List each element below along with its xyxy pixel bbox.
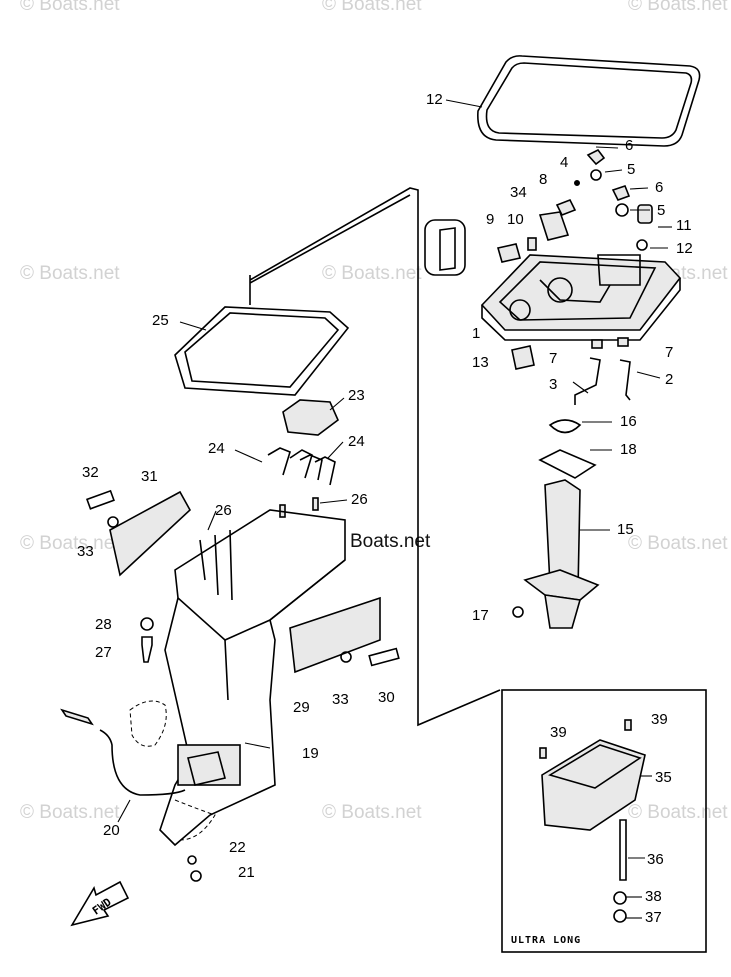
- part-1-plate: [480, 254, 682, 341]
- callout-39: 39: [550, 724, 567, 741]
- part-35-extension: [539, 719, 646, 923]
- callout-18: 18: [620, 441, 637, 458]
- part-21-22: [187, 855, 202, 882]
- callout-28: 28: [95, 616, 112, 633]
- watermark: © Boats.net: [20, 802, 120, 823]
- callout-34: 34: [510, 184, 527, 201]
- callout-1: 1: [472, 325, 481, 342]
- part-29-cover: [289, 596, 400, 674]
- callout-23: 23: [348, 387, 365, 404]
- callout-38: 38: [645, 888, 662, 905]
- callout-37: 37: [645, 909, 662, 926]
- callout-21: 21: [238, 864, 255, 881]
- part-14-seal: [477, 55, 701, 147]
- callout-17: 17: [472, 607, 489, 624]
- watermark: © Boats.net: [20, 263, 120, 284]
- callout-5: 5: [627, 161, 636, 178]
- callout-14: 12: [426, 91, 443, 108]
- watermark: © Boats.net: [322, 263, 422, 284]
- callout-8: 8: [539, 171, 548, 188]
- callout-15: 15: [617, 521, 634, 538]
- callout-36: 36: [647, 851, 664, 868]
- callout-24: 24: [348, 433, 365, 450]
- callout-7: 7: [665, 344, 674, 361]
- callout-19: 19: [302, 745, 319, 762]
- callout-13: 13: [472, 354, 489, 371]
- callout-6: 6: [655, 179, 664, 196]
- callout-29: 29: [293, 699, 310, 716]
- callout-20: 20: [103, 822, 120, 839]
- fwd-arrow: [70, 880, 130, 927]
- callout-3: 3: [549, 376, 558, 393]
- part-20-cable: [60, 700, 216, 841]
- callout-7: 7: [549, 350, 558, 367]
- callout-24: 24: [208, 440, 225, 457]
- callout-22: 22: [229, 839, 246, 856]
- assembly-outline: [249, 187, 501, 727]
- callout-35: 35: [655, 769, 672, 786]
- callout-33: 33: [77, 543, 94, 560]
- callout-26: 26: [351, 491, 368, 508]
- watermark: © Boats.net: [322, 802, 422, 823]
- watermark: © Boats.net: [628, 533, 728, 554]
- callout-31: 31: [141, 468, 158, 485]
- watermark: © Boats.net: [628, 0, 728, 15]
- callout-12: 12: [676, 240, 693, 257]
- ultra-long-box: [501, 689, 707, 953]
- small-parts-top: [424, 148, 653, 479]
- part-15-housing: [512, 479, 600, 629]
- callout-27: 27: [95, 644, 112, 661]
- watermark: © Boats.net: [20, 0, 120, 15]
- callout-6: 6: [625, 137, 634, 154]
- callout-25: 25: [152, 312, 169, 329]
- leader-lines: [117, 99, 672, 919]
- parts-23-26: [267, 399, 339, 518]
- callout-26: 26: [215, 502, 232, 519]
- callout-39: 39: [651, 711, 668, 728]
- callout-30: 30: [378, 689, 395, 706]
- callout-11: 11: [676, 217, 692, 234]
- callout-5: 5: [657, 202, 666, 219]
- watermark-inline: Boats.net: [350, 531, 431, 552]
- callout-16: 16: [620, 413, 637, 430]
- watermark: © Boats.net: [628, 802, 728, 823]
- watermark: © Boats.net: [20, 533, 120, 554]
- watermark: © Boats.net: [322, 0, 422, 15]
- part-31-cover: [85, 489, 192, 577]
- part-27-28: [140, 617, 154, 663]
- part-19-lower-housing: [159, 509, 346, 847]
- callout-33: 33: [332, 691, 349, 708]
- callout-9: 9: [486, 211, 495, 228]
- ultra-long-label: ULTRA LONG: [511, 935, 582, 946]
- callout-32: 32: [82, 464, 99, 481]
- callout-2: 2: [665, 371, 674, 388]
- callout-4: 4: [560, 154, 569, 171]
- part-25-gasket: [174, 306, 350, 396]
- callout-10: 10: [507, 211, 524, 228]
